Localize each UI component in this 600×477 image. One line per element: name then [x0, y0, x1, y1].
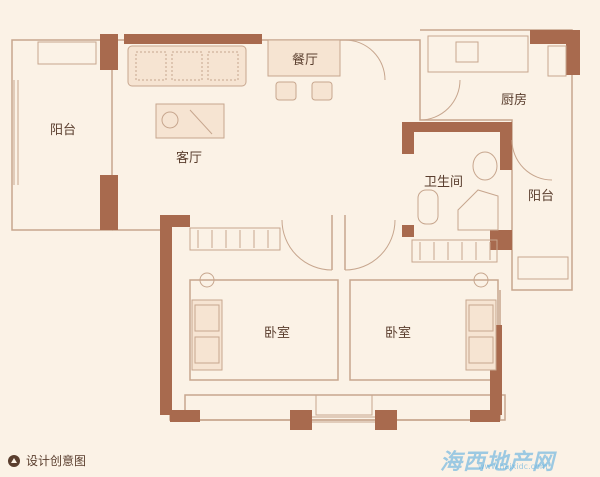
room-label-living-room: 客厅: [176, 150, 202, 166]
door-swings: [281, 39, 553, 271]
thick-walls: [100, 30, 580, 430]
ac-units: [37, 41, 569, 416]
wardrobes: [189, 227, 498, 263]
room-label-balcony-left: 阳台: [50, 123, 76, 138]
kitchen-fixtures: [427, 35, 567, 77]
beds: [191, 272, 497, 371]
room-label-bedroom-left: 卧室: [264, 325, 290, 341]
caption: 设计创意图: [8, 452, 86, 469]
room-label-bedroom-right: 卧室: [385, 325, 411, 341]
caption-text: 设计创意图: [26, 454, 87, 468]
windows: [13, 80, 573, 423]
watermark-url: www.haixidc.com: [478, 462, 548, 471]
watermark: 海西地产网: [440, 450, 556, 475]
coffee-table: [155, 103, 225, 139]
room-label-kitchen: 厨房: [501, 92, 527, 108]
room-label-bathroom: 卫生间: [424, 175, 463, 190]
dining-table: [267, 39, 341, 101]
bathroom-fixtures: [417, 151, 499, 231]
triangle-icon: [8, 454, 20, 467]
room-label-balcony-right: 阳台: [528, 189, 554, 204]
sofa: [127, 45, 247, 87]
room-label-dining-room: 餐厅: [292, 52, 318, 68]
